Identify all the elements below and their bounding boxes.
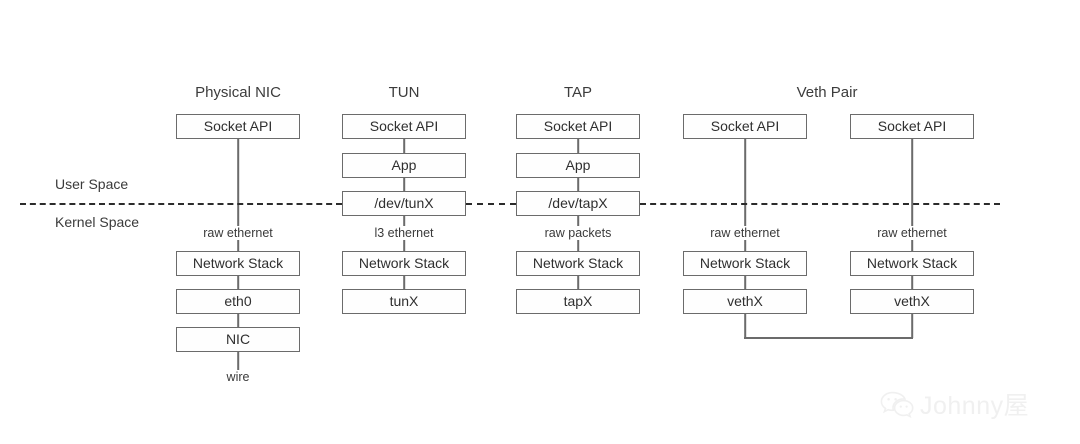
kernel-boundary-segment-right <box>640 203 1000 205</box>
node-veth-right-socket-api[interactable]: Socket API <box>850 114 974 139</box>
connector-veth-left-stack-to-vethx <box>744 276 746 289</box>
connector-tun-socket-to-app <box>403 139 405 153</box>
node-tap-tapx[interactable]: tapX <box>516 289 640 314</box>
connector-veth-pair-left-drop <box>744 314 746 338</box>
kernel-boundary-segment-middle <box>466 203 516 205</box>
watermark: Johnny屋 <box>880 386 1029 422</box>
edge-label-veth-left-raw-ethernet: raw ethernet <box>707 226 783 240</box>
edge-label-physical-nic-wire: wire <box>223 370 253 384</box>
connector-tap-app-to-dev <box>577 178 579 191</box>
connector-tap-stack-to-tapx <box>577 276 579 289</box>
node-physical-nic-nic[interactable]: NIC <box>176 327 300 352</box>
connector-nic-stack-to-eth0 <box>237 276 239 289</box>
node-tun-app[interactable]: App <box>342 153 466 178</box>
user-space-label: User Space <box>55 176 129 192</box>
column-title-veth-pair: Veth Pair <box>796 84 858 101</box>
connector-veth-pair-link <box>744 337 913 339</box>
node-veth-right-vethx[interactable]: vethX <box>850 289 974 314</box>
node-physical-nic-eth0[interactable]: eth0 <box>176 289 300 314</box>
node-tap-network-stack[interactable]: Network Stack <box>516 251 640 276</box>
connector-tun-app-to-dev <box>403 178 405 191</box>
edge-label-physical-nic-raw-ethernet: raw ethernet <box>200 226 276 240</box>
kernel-space-label: Kernel Space <box>55 214 140 230</box>
column-title-tun: TUN <box>388 84 420 101</box>
connector-nic-eth0-to-nic <box>237 314 239 327</box>
connector-tap-socket-to-app <box>577 139 579 153</box>
node-tun-socket-api[interactable]: Socket API <box>342 114 466 139</box>
column-title-tap: TAP <box>563 84 593 101</box>
connector-veth-pair-right-drop <box>911 314 913 338</box>
node-physical-nic-socket-api[interactable]: Socket API <box>176 114 300 139</box>
node-veth-right-network-stack[interactable]: Network Stack <box>850 251 974 276</box>
connector-veth-left-socket-to-stack <box>744 139 746 251</box>
kernel-boundary-segment-left <box>20 203 342 205</box>
node-tun-dev-tunx[interactable]: /dev/tunX <box>342 191 466 216</box>
node-tap-app[interactable]: App <box>516 153 640 178</box>
node-tap-socket-api[interactable]: Socket API <box>516 114 640 139</box>
connector-veth-right-stack-to-vethx <box>911 276 913 289</box>
node-veth-left-network-stack[interactable]: Network Stack <box>683 251 807 276</box>
watermark-text: Johnny屋 <box>920 392 1030 420</box>
connector-tun-stack-to-tunx <box>403 276 405 289</box>
node-tun-tunx[interactable]: tunX <box>342 289 466 314</box>
connector-veth-right-socket-to-stack <box>911 139 913 251</box>
node-veth-left-vethx[interactable]: vethX <box>683 289 807 314</box>
wechat-icon <box>880 391 914 418</box>
connector-nic-socket-to-stack <box>237 139 239 251</box>
node-tap-dev-tapx[interactable]: /dev/tapX <box>516 191 640 216</box>
connector-nic-to-wire <box>237 352 239 374</box>
edge-label-veth-right-raw-ethernet: raw ethernet <box>874 226 950 240</box>
edge-label-tun-l3-ethernet: l3 ethernet <box>371 226 437 240</box>
node-veth-left-socket-api[interactable]: Socket API <box>683 114 807 139</box>
node-physical-nic-network-stack[interactable]: Network Stack <box>176 251 300 276</box>
node-tun-network-stack[interactable]: Network Stack <box>342 251 466 276</box>
edge-label-tap-raw-packets: raw packets <box>541 226 615 240</box>
column-title-physical-nic: Physical NIC <box>195 84 281 101</box>
